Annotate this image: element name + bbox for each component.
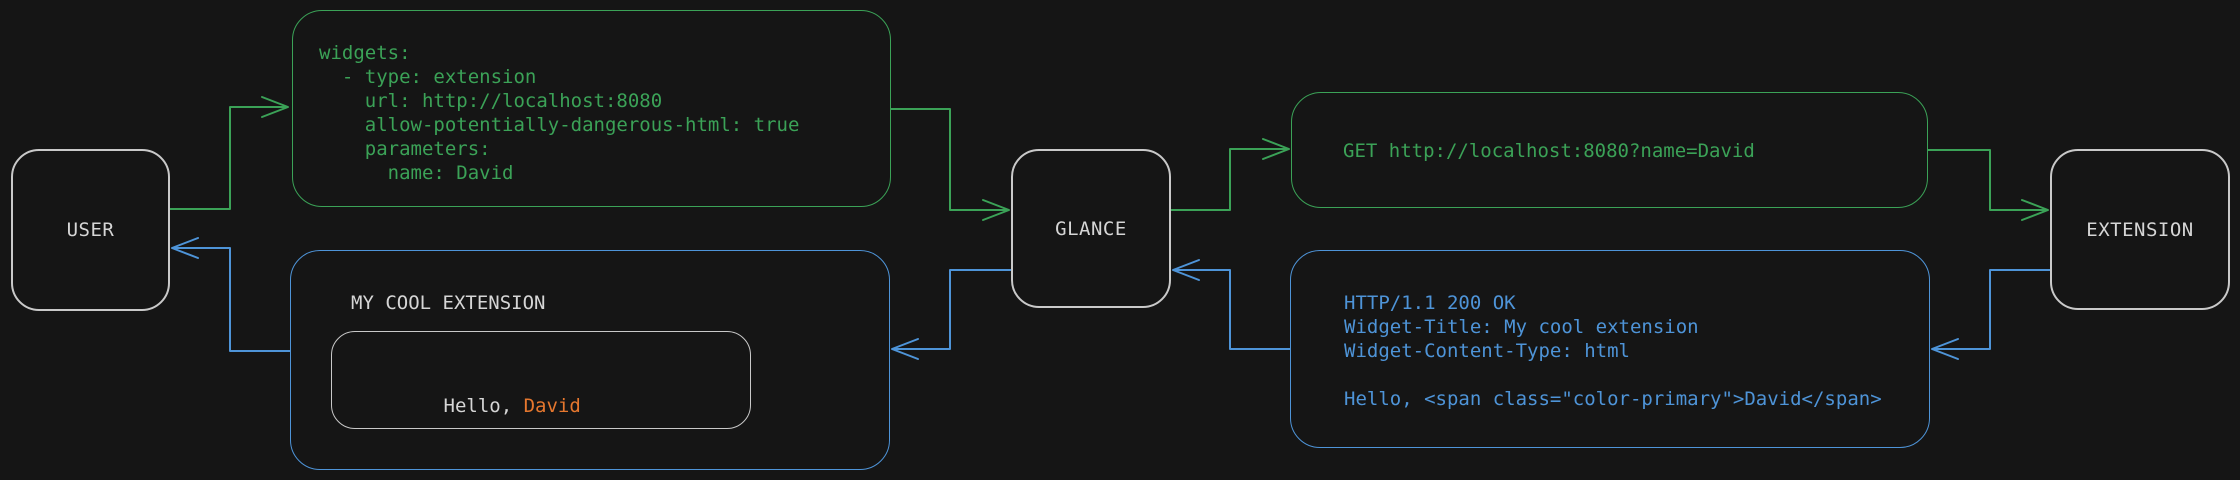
http-response-code: HTTP/1.1 200 OK Widget-Title: My cool ex… [1344, 291, 1882, 411]
yaml-line: - type: extension [319, 66, 537, 88]
arrow-glance-to-preview-arrowhead [891, 338, 919, 360]
http-request-box: GET http://localhost:8080?name=David [1291, 92, 1928, 208]
arrow-response-to-glance-arrowhead [1172, 259, 1200, 281]
arrow-user-to-config [170, 106, 288, 210]
yaml-config-box: widgets: - type: extension url: http://l… [292, 10, 891, 207]
yaml-line: name: David [319, 162, 514, 184]
arrow-request-to-extension-arrowhead [2021, 199, 2049, 221]
greeting-name: David [523, 395, 581, 417]
response-line [1344, 363, 1882, 387]
arrow-user-to-config-arrowhead [261, 96, 289, 118]
http-response-box: HTTP/1.1 200 OK Widget-Title: My cool ex… [1290, 250, 1930, 448]
widget-preview-box: MY COOL EXTENSION Hello, David [290, 250, 890, 470]
node-glance: GLANCE [1011, 149, 1171, 308]
node-glance-label: GLANCE [1055, 217, 1127, 240]
response-line: Widget-Content-Type: html [1344, 340, 1630, 362]
arrow-config-to-glance-arrowhead [982, 199, 1010, 221]
yaml-config-code: widgets: - type: extension url: http://l… [319, 41, 799, 185]
node-extension-label: EXTENSION [2086, 218, 2194, 241]
widget-preview-title: MY COOL EXTENSION [351, 292, 546, 314]
yaml-line: allow-potentially-dangerous-html: true [319, 114, 800, 136]
http-request-line: GET http://localhost:8080?name=David [1343, 140, 1755, 162]
yaml-line: parameters: [319, 138, 491, 160]
response-line: HTTP/1.1 200 OK [1344, 292, 1516, 314]
arrow-glance-to-request-arrowhead [1262, 138, 1290, 160]
response-line: Widget-Title: My cool extension [1344, 316, 1699, 338]
arrow-glance-to-request [1171, 148, 1289, 211]
node-user-label: USER [66, 219, 115, 241]
arrow-glance-to-preview [892, 269, 1011, 350]
arrow-request-to-extension [1928, 149, 2048, 211]
yaml-line: url: http://localhost:8080 [319, 90, 663, 112]
node-user: USER [11, 149, 170, 311]
greeting-text: Hello, David [352, 370, 581, 417]
node-extension: EXTENSION [2050, 149, 2230, 310]
widget-inner-box: Hello, David [331, 331, 751, 429]
arrow-response-to-glance [1173, 269, 1290, 350]
arrow-config-to-glance [891, 108, 1009, 211]
arrow-preview-to-user [172, 247, 290, 352]
response-line: Hello, <span class="color-primary">David… [1344, 388, 1882, 410]
yaml-line: widgets: [319, 42, 411, 64]
arrow-extension-to-response-arrowhead [1931, 338, 1959, 360]
arrow-preview-to-user-arrowhead [171, 237, 199, 259]
arrow-extension-to-response [1932, 269, 2050, 350]
greeting-prefix: Hello, [443, 395, 524, 417]
